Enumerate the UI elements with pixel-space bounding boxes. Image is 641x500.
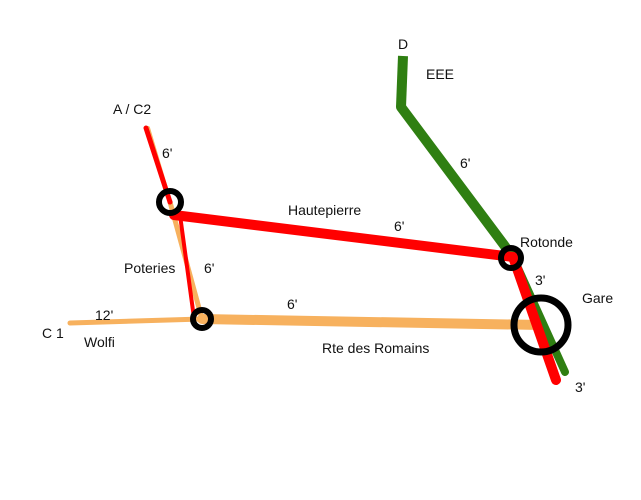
station-rotonde[interactable] [498,245,524,271]
lines-layer [67,55,569,385]
station-a-c2-junction[interactable] [156,188,184,216]
station-label-poteries: Poteries [124,260,175,276]
station-label-gare: Gare [582,290,613,306]
station-gare[interactable] [510,294,572,356]
orange-line-c1-west [67,316,205,326]
time-label-romains: 6' [287,296,297,312]
time-label-a-north: 6' [162,145,172,161]
line-label-c1: C 1 [42,325,64,341]
station-core [167,199,173,205]
labels-layer: A / C2 D EEE C 1 Hautepierre Poteries Ro… [42,36,613,395]
line-label-eee: EEE [426,66,454,82]
red-line-hautepierre [169,210,518,262]
station-label-hautepierre: Hautepierre [288,202,361,218]
station-label-rte-des-romains: Rte des Romains [322,340,429,356]
time-label-hautepierre: 6' [394,218,404,234]
station-label-wolfi: Wolfi [84,334,115,350]
line-label-a-c2: A / C2 [113,101,151,117]
station-ring-large [510,294,572,356]
station-ring [156,188,184,216]
time-label-c1-west: 12' [95,307,113,323]
time-label-poteries: 6' [204,260,214,276]
orange-line-rte-des-romains [197,314,545,330]
stations-layer [156,188,572,356]
station-ring [190,307,214,331]
station-core [199,316,205,322]
red-line-gare-south [508,252,561,385]
green-line-d-diagonal [396,102,518,262]
station-core [508,255,514,261]
station-label-rotonde: Rotonde [520,234,573,250]
time-label-gare-south: 3' [575,379,585,395]
time-label-d-segment: 6' [460,155,470,171]
red-line-poteries [178,213,196,320]
station-ring [498,245,524,271]
line-label-d: D [398,36,408,52]
time-label-rotonde-gare: 3' [535,272,545,288]
green-line-d-north [396,55,408,108]
station-wolfi-junction[interactable] [190,307,214,331]
